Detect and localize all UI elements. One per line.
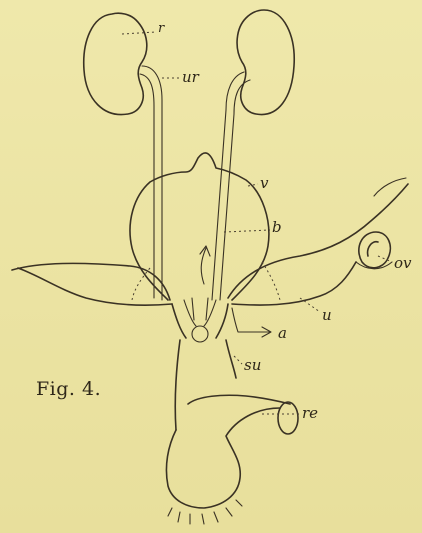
label-v: v [260,176,268,191]
label-ov: ov [394,256,412,271]
right-uterine-horn [228,184,408,305]
left-uterine-horn [12,263,172,305]
left-kidney [84,13,147,114]
right-ureter [212,72,244,300]
label-su: su [244,358,261,373]
label-ur: ur [182,70,199,85]
bladder [130,153,269,300]
rectum [166,395,290,508]
leader-b [224,230,270,232]
right-kidney [237,10,294,115]
leader-su [234,356,242,364]
ovary [359,232,391,268]
arrow-a [232,308,271,337]
left-ureter-inner [140,74,154,298]
bladder-arrow [200,246,210,284]
urogenital-sinus [175,340,236,430]
rectum-anus-fringe [168,500,242,524]
rectum-opening [278,402,298,434]
left-ureter [142,66,162,300]
label-r: r [158,22,164,35]
duct-lines [184,298,216,326]
urethral-opening [192,326,208,342]
label-re: re [302,406,318,421]
label-b: b [272,220,282,235]
figure-caption: Fig. 4. [36,378,101,400]
leader-ov [378,256,392,262]
cervix-junction [172,304,228,338]
label-u: u [322,308,332,323]
leader-r [122,32,156,34]
right-ureter-inner [220,80,250,300]
label-a: a [278,326,287,341]
